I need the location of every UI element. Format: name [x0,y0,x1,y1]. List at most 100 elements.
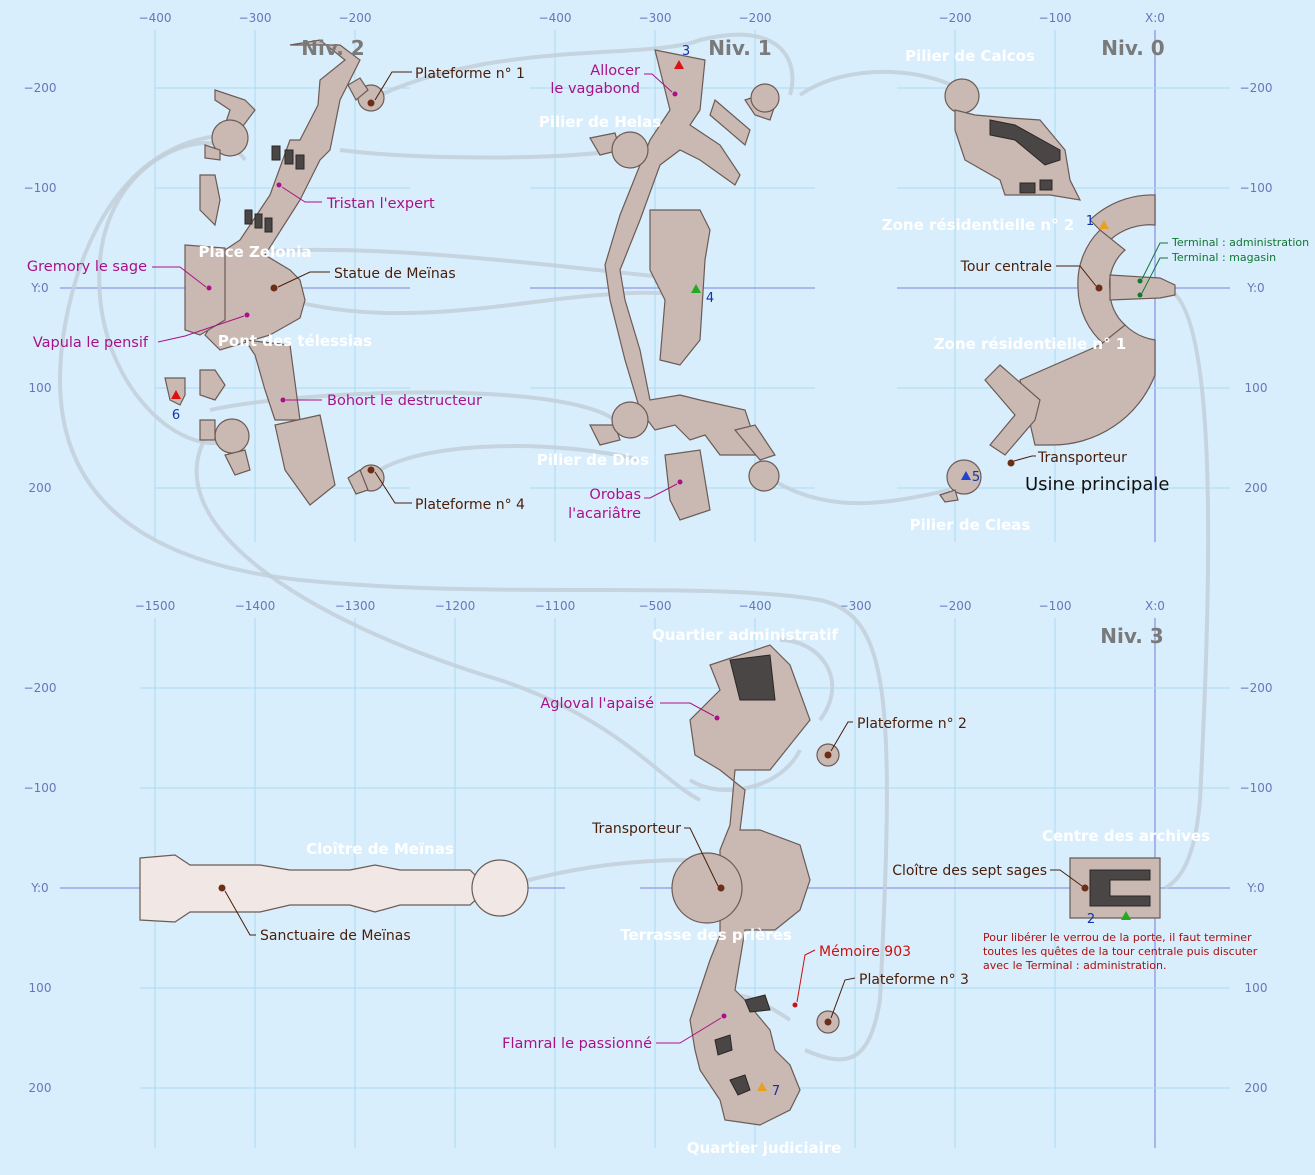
npc-vapula-marker [244,312,250,318]
tick-label: −1200 [435,599,476,613]
tick-label: 200 [29,1081,52,1095]
transporteur-n3-marker [717,884,725,892]
tick-label: Y:0 [30,281,48,295]
label-usine: Usine principale [1025,474,1169,495]
marker-number-4: 4 [706,291,714,306]
tick-label: 100 [29,381,52,395]
tick-label: −1100 [535,599,576,613]
area-centre-archives: Centre des archives [1042,827,1210,845]
npc-agloval-marker [714,715,720,721]
level-2-labels: Plateforme n° 1 Tristan l'expert Gremory… [27,66,525,513]
tick-label: −300 [239,11,272,25]
tick-label: −500 [639,599,672,613]
npc-flamral-marker [721,1013,727,1019]
tick-label: X:0 [1145,599,1165,613]
level-title-2: Niv. 2 [301,36,364,60]
level-title-0: Niv. 0 [1101,36,1164,60]
marker-triangle-blue [961,471,971,480]
axis-labels-bottom: −1500 −1400 −1300 −1200 −1100 −500 −400 … [24,599,1273,1095]
npc-orobas-marker [677,479,683,485]
marker-number-6: 6 [172,408,180,423]
area-zone-res-1: Zone résidentielle n° 1 [934,335,1127,353]
tick-label: −1400 [235,599,276,613]
area-terrasse-prieres: Terrasse des prières [620,926,792,944]
plateforme-3-marker [824,1018,832,1026]
statue-marker [270,284,278,292]
terminal-magasin-marker [1137,292,1143,298]
tick-label: −400 [539,11,572,25]
tick-label: 200 [29,481,52,495]
tick-label: −400 [139,11,172,25]
label-plateforme-4: Plateforme n° 4 [415,497,525,513]
label-npc-allocer-line1: Allocer [590,63,640,79]
plateforme-4-marker [367,466,375,474]
label-npc-agloval: Agloval l'apaisé [540,696,654,712]
area-place-zelonia: Place Zelonia [199,243,312,261]
label-npc-bohort: Bohort le destructeur [327,393,482,409]
tick-label: 100 [1245,981,1268,995]
area-zone-res-2: Zone résidentielle n° 2 [882,216,1075,234]
level-2-structure [164,39,385,506]
label-transporteur-n0: Transporteur [1037,450,1127,466]
tick-label: −200 [1240,81,1273,95]
area-quartier-admin: Quartier administratif [652,626,838,644]
label-npc-vapula: Vapula le pensif [33,335,149,351]
tick-label: −100 [1039,599,1072,613]
level-title-3: Niv. 3 [1100,624,1163,648]
tick-label: −200 [1240,681,1273,695]
level-0-structure [939,78,1176,503]
label-npc-allocer-line2: le vagabond [550,81,640,97]
tick-label: −200 [24,681,57,695]
area-cloitre-meinas: Cloître de Meïnas [306,840,454,858]
label-npc-flamral: Flamral le passionné [502,1036,652,1052]
tick-label: −1300 [335,599,376,613]
tick-label: −100 [1039,11,1072,25]
label-terminal-magasin: Terminal : magasin [1171,251,1276,264]
label-npc-orobas-line2: l'acariâtre [568,506,641,522]
label-npc-tristan: Tristan l'expert [326,196,435,212]
plateforme-1-marker [367,99,375,107]
level-3-labels: Agloval l'apaisé Plateforme n° 2 Transpo… [218,696,1258,1099]
area-pont-telessias: Pont des télessias [218,332,372,350]
note-line-2: toutes les quêtes de la tour centrale pu… [983,945,1258,958]
cloitre-sept-marker [1081,884,1089,892]
tick-label: −200 [939,11,972,25]
axis-labels-top: −400 −300 −200 −400 −300 −200 −200 −100 … [24,11,1273,495]
level-0-labels: 1 Tour centrale Terminal : administratio… [960,214,1309,495]
label-terminal-admin: Terminal : administration [1171,236,1309,249]
tick-label: −100 [1240,181,1273,195]
tick-label: 100 [1245,381,1268,395]
tick-label: −100 [1240,781,1273,795]
label-statue: Statue de Meïnas [334,266,456,282]
sanctuaire-marker [218,884,226,892]
tick-label: −200 [939,599,972,613]
area-pilier-dios: Pilier de Dios [537,451,649,469]
tick-label: −200 [339,11,372,25]
note-line-1: Pour libérer le verrou de la porte, il f… [983,931,1252,944]
plateforme-2-marker [824,751,832,759]
level-1-structure [589,49,780,521]
label-cloitre-sept: Cloître des sept sages [892,863,1047,879]
marker-number-7: 7 [772,1084,780,1099]
tick-label: −100 [24,181,57,195]
npc-bohort-marker [280,397,286,403]
note-line-3: avec le Terminal : administration. [983,959,1166,972]
area-pilier-cleas: Pilier de Cleas [910,516,1031,534]
npc-gremory-marker [206,285,212,291]
tick-label: −1500 [135,599,176,613]
area-pilier-helas: Pilier de Helas [539,113,661,131]
tick-label: 200 [1245,1081,1268,1095]
label-memoire: Mémoire 903 [819,944,911,960]
marker-triangle-red [674,60,684,69]
area-pilier-calcos: Pilier de Calcos [905,47,1035,65]
transporteur-n0-marker [1007,459,1015,467]
label-plateforme-2: Plateforme n° 2 [857,716,967,732]
tour-centrale-marker [1095,284,1103,292]
marker-number-1: 1 [1086,214,1094,229]
label-sanctuaire: Sanctuaire de Meïnas [260,928,411,944]
route-lines [57,32,1211,1062]
tick-label: X:0 [1145,11,1165,25]
tick-label: −300 [639,11,672,25]
label-npc-orobas-line1: Orobas [589,487,641,503]
tick-label: −200 [739,11,772,25]
